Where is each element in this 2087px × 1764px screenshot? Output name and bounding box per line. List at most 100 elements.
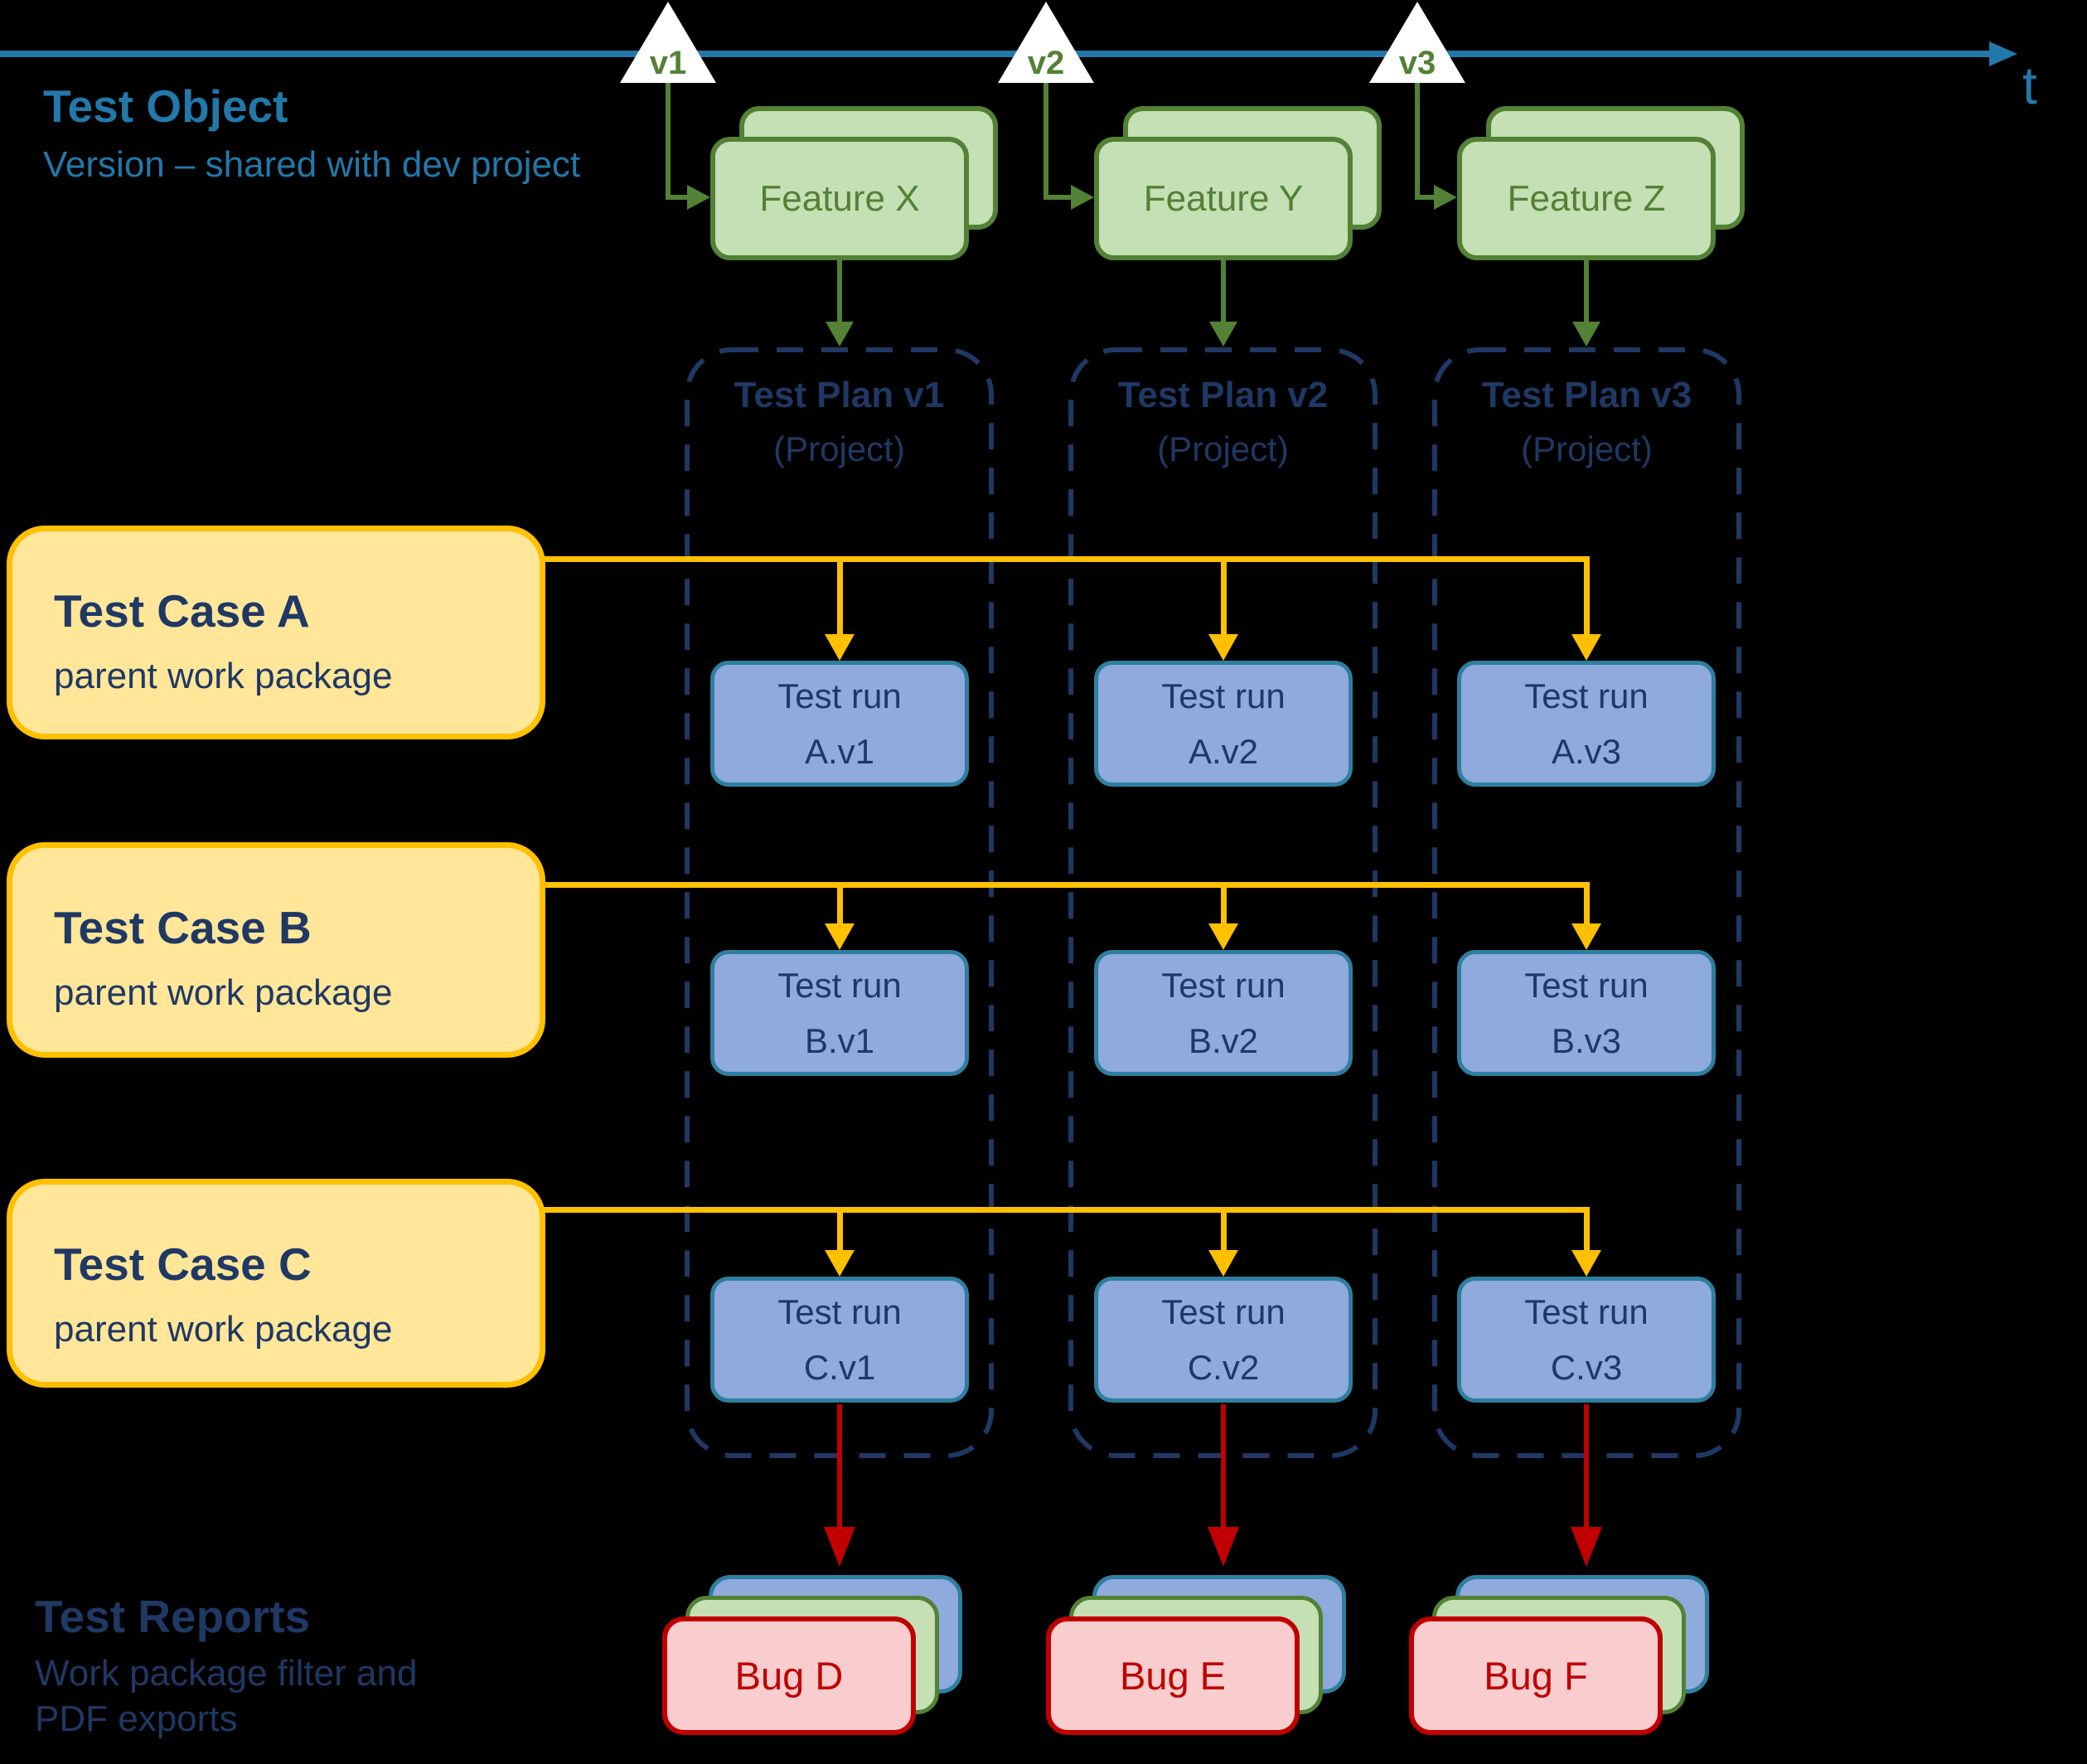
run-to-bug-arrow (837, 1404, 842, 1529)
version-marker-label: v2 (1027, 45, 1065, 81)
test-run-label-line1: Test run (777, 676, 902, 715)
feature-label: Feature Y (1143, 177, 1304, 219)
run-to-bug-arrow (1584, 1404, 1589, 1529)
case-connector-arrowhead-icon (1208, 634, 1238, 661)
bug-card: Bug E (1046, 1616, 1300, 1735)
case-connector-arrowhead-icon (1208, 1250, 1238, 1277)
test-run-card: Test run A.v3 (1457, 661, 1716, 787)
timeline-label: t (2022, 56, 2037, 115)
case-connector-drop (837, 882, 843, 925)
timeline-line (0, 51, 1993, 57)
feature-card: Feature Z (1457, 137, 1716, 260)
test-case-card: Test Case B parent work package (7, 842, 545, 1058)
test-run-label-line2: C.v1 (803, 1348, 876, 1387)
test-run-label-line1: Test run (1161, 676, 1286, 715)
test-plan-header: Test Plan v2 (Project) (1068, 375, 1378, 469)
feature-to-plan-connector (837, 260, 842, 323)
test-run-label-line1: Test run (1161, 965, 1286, 1005)
test-run-label-line2: C.v2 (1187, 1348, 1260, 1387)
version-marker-v1: v1 (620, 2, 716, 83)
reports-title: Test Reports (35, 1591, 311, 1642)
bug-label: Bug D (734, 1654, 844, 1698)
test-run-label-line1: Test run (1524, 965, 1649, 1005)
test-run-label-line2: A.v1 (804, 732, 875, 771)
test-run-card: Test run A.v2 (1094, 661, 1353, 787)
version-connector-arrowhead-icon (1071, 185, 1094, 210)
version-marker-label: v1 (649, 45, 687, 81)
feature-to-plan-connector (1584, 260, 1589, 323)
test-run-card: Test run C.v1 (710, 1277, 969, 1403)
case-connector-drop (1221, 1207, 1227, 1252)
feature-label: Feature X (759, 177, 920, 219)
feature-to-plan-connector (1221, 260, 1226, 323)
test-run-label-line2: B.v1 (804, 1021, 875, 1060)
test-run-label-line2: A.v2 (1188, 732, 1259, 771)
version-connector-arrowhead-icon (1434, 185, 1457, 210)
feature-label: Feature Z (1507, 177, 1666, 219)
case-connector-arrowhead-icon (1208, 923, 1238, 950)
reports-subtitle-line2: PDF exports (35, 1699, 238, 1739)
version-connector-horizontal (1044, 195, 1073, 200)
page-title: Test Object (43, 80, 288, 132)
feature-card: Feature X (710, 137, 969, 260)
case-connector-drop (1221, 556, 1227, 636)
test-plan-header: Test Plan v1 (Project) (684, 375, 995, 469)
test-run-label-line1: Test run (777, 1292, 902, 1331)
case-connector-arrowhead-icon (825, 634, 855, 661)
test-plan-subtitle: (Project) (1521, 429, 1653, 468)
test-case-card: Test Case A parent work package (7, 526, 545, 739)
test-case-subtitle: parent work package (54, 972, 393, 1013)
test-run-label-line1: Test run (1524, 1292, 1649, 1331)
version-marker-label: v3 (1398, 45, 1436, 81)
version-connector-horizontal (666, 195, 689, 200)
case-connector-line (544, 556, 1590, 562)
test-run-card: Test run B.v2 (1094, 950, 1353, 1076)
test-run-label-line2: A.v3 (1551, 732, 1622, 771)
run-to-bug-arrowhead-icon (1571, 1527, 1602, 1567)
case-connector-drop (1221, 882, 1227, 925)
reports-subtitle-line1: Work package filter and (35, 1653, 418, 1694)
test-run-label-line1: Test run (1524, 676, 1649, 715)
test-run-card: Test run C.v3 (1457, 1277, 1716, 1403)
case-connector-line (544, 1207, 1590, 1213)
case-connector-drop (837, 556, 843, 636)
test-run-card: Test run A.v1 (710, 661, 969, 787)
version-connector-vertical (1044, 83, 1048, 197)
run-to-bug-arrow (1221, 1404, 1226, 1529)
test-case-title: Test Case C (54, 1238, 312, 1290)
test-run-card: Test run B.v3 (1457, 950, 1716, 1076)
test-case-card: Test Case C parent work package (7, 1179, 545, 1388)
test-run-card: Test run B.v1 (710, 950, 969, 1076)
test-case-subtitle: parent work package (54, 1309, 393, 1350)
version-connector-vertical (666, 83, 671, 197)
version-marker-v2: v2 (998, 2, 1094, 83)
timeline-arrowhead-icon (1989, 41, 2017, 66)
test-run-label-line1: Test run (777, 965, 902, 1005)
bug-card: Bug F (1409, 1616, 1663, 1735)
feature-to-plan-arrowhead-icon (1572, 322, 1600, 346)
case-connector-line (544, 882, 1590, 888)
test-plan-header: Test Plan v3 (Project) (1431, 375, 1742, 469)
case-connector-drop (1584, 556, 1590, 636)
test-plan-subtitle: (Project) (773, 429, 905, 468)
feature-to-plan-arrowhead-icon (1209, 322, 1237, 346)
version-connector-arrowhead-icon (687, 185, 710, 210)
test-run-label-line2: B.v2 (1188, 1021, 1259, 1060)
version-marker-v3: v3 (1369, 2, 1465, 83)
case-connector-drop (837, 1207, 843, 1252)
case-connector-drop (1584, 882, 1590, 925)
bug-label: Bug E (1119, 1654, 1227, 1698)
feature-to-plan-arrowhead-icon (826, 322, 854, 346)
test-plan-title: Test Plan v2 (1117, 375, 1329, 415)
bug-label: Bug F (1484, 1654, 1588, 1698)
test-plan-title: Test Plan v1 (734, 375, 945, 415)
version-connector-vertical (1415, 83, 1420, 197)
test-run-label-line2: C.v3 (1550, 1348, 1623, 1387)
page-subtitle: Version – shared with dev project (43, 144, 581, 185)
test-run-card: Test run C.v2 (1094, 1277, 1353, 1403)
case-connector-drop (1584, 1207, 1590, 1252)
case-connector-arrowhead-icon (1571, 634, 1601, 661)
feature-card: Feature Y (1094, 137, 1353, 260)
bug-card: Bug D (662, 1616, 916, 1735)
